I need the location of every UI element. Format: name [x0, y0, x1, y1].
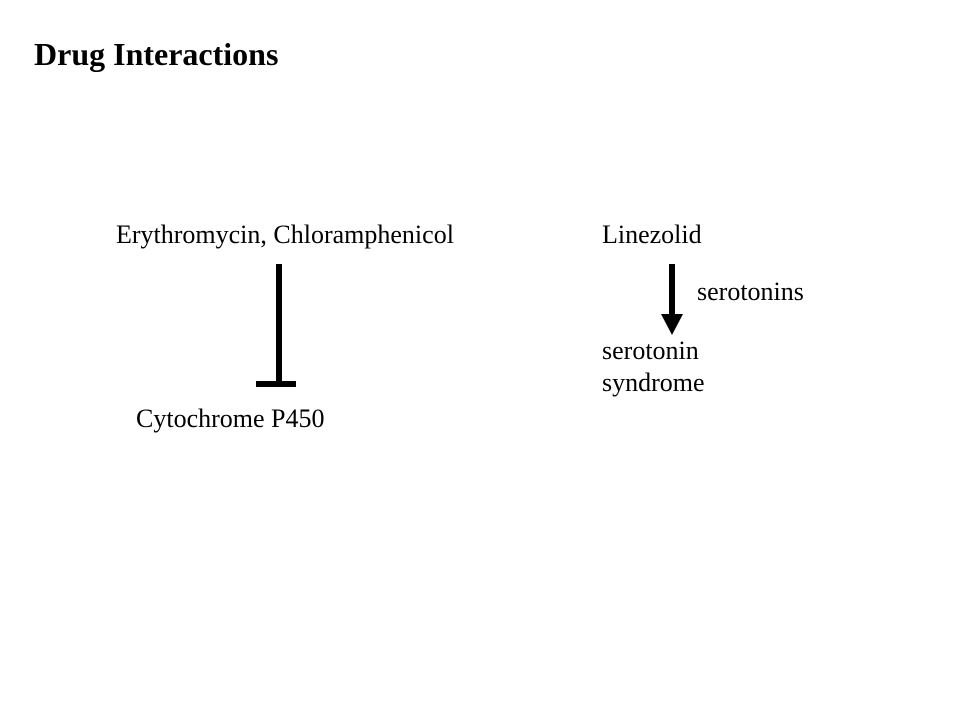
node-linezolid: Linezolid: [602, 220, 702, 249]
inhibition-edge: [256, 264, 296, 387]
node-serotonin-syndrome: serotonin syndrome: [602, 335, 705, 399]
node-cytochrome-p450: Cytochrome P450: [136, 404, 325, 433]
activation-edge-arrowhead: [661, 314, 683, 335]
node-serotonin-syndrome-line2: syndrome: [602, 368, 705, 397]
edge-label-serotonins: serotonins: [697, 277, 804, 306]
page-title: Drug Interactions: [34, 36, 279, 72]
node-serotonin-syndrome-line1: serotonin: [602, 336, 699, 365]
activation-edge: [661, 264, 683, 335]
node-erythromycin-chloramphenicol: Erythromycin, Chloramphenicol: [116, 220, 454, 249]
